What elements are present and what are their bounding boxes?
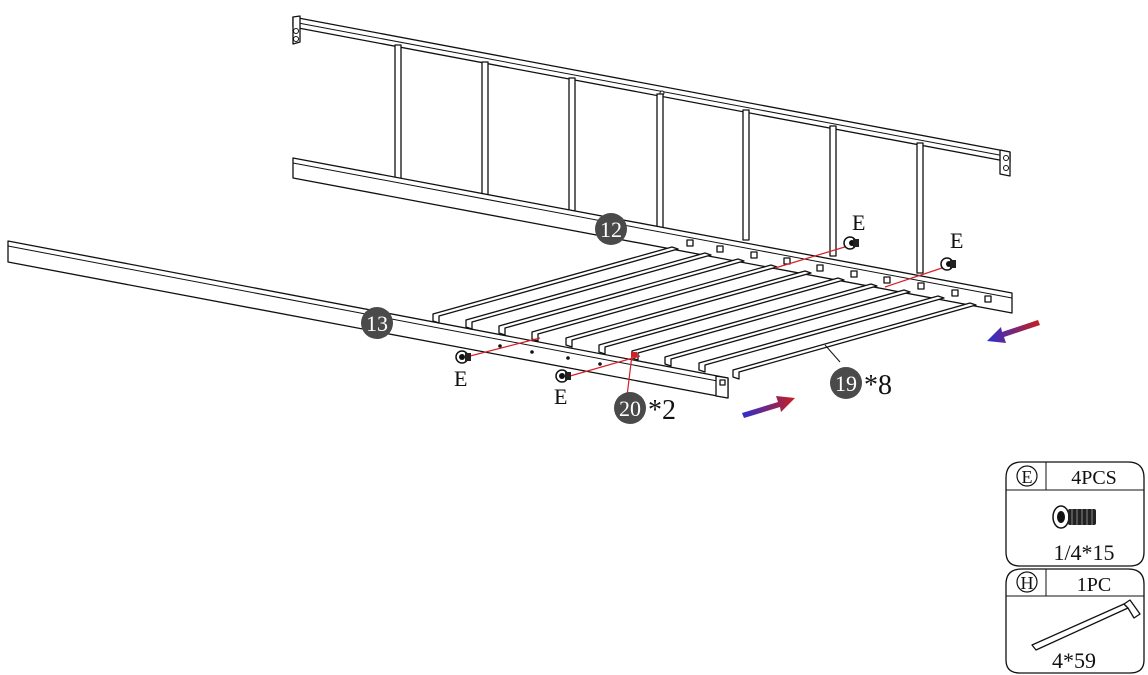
bolt-icon	[1052, 505, 1096, 529]
headboard-slat-holes	[686, 239, 992, 303]
callout-part-12: 12	[595, 213, 627, 245]
callout-part-19: 19 *8	[830, 367, 892, 401]
legend-item-e: E 4PCS 1/4*15	[1005, 461, 1145, 567]
hardware-legend: E 4PCS 1/4*15 H 1PC	[1005, 461, 1145, 674]
hardware-label-e: E	[852, 210, 865, 235]
callout-part-20: 20 *2	[614, 392, 676, 426]
hardware-label-e: E	[554, 384, 567, 409]
part-quantity: *8	[864, 370, 892, 401]
bolt-top-right	[940, 257, 956, 271]
legend-quantity: 1PC	[1077, 574, 1111, 596]
part-quantity: *2	[648, 395, 676, 426]
allen-key-icon	[1031, 599, 1141, 651]
callout-part-13: 13	[361, 307, 393, 339]
slats	[432, 246, 977, 380]
hardware-label-e: E	[454, 366, 467, 391]
bolt-top-left	[843, 236, 859, 250]
part-number: 13	[366, 311, 388, 336]
headboard-spindles	[394, 44, 924, 274]
legend-letter: E	[1022, 467, 1033, 487]
headboard-frame	[292, 15, 1013, 314]
legend-quantity: 4PCS	[1071, 467, 1117, 489]
part-number: 20	[619, 396, 641, 421]
bolt-bottom-left	[455, 350, 471, 364]
alignment-lines	[469, 245, 949, 397]
push-arrow-left	[987, 320, 1040, 343]
part-number: 12	[600, 217, 622, 242]
hardware-label-e: E	[950, 228, 963, 253]
legend-spec: 1/4*15	[1053, 540, 1114, 565]
legend-item-h: H 1PC 4*59	[1005, 568, 1145, 674]
part-number: 19	[835, 371, 857, 396]
legend-letter: H	[1021, 573, 1034, 593]
push-arrow-right	[742, 396, 795, 418]
bolt-bottom-mid	[555, 369, 571, 383]
legend-spec: 4*59	[1052, 648, 1096, 673]
